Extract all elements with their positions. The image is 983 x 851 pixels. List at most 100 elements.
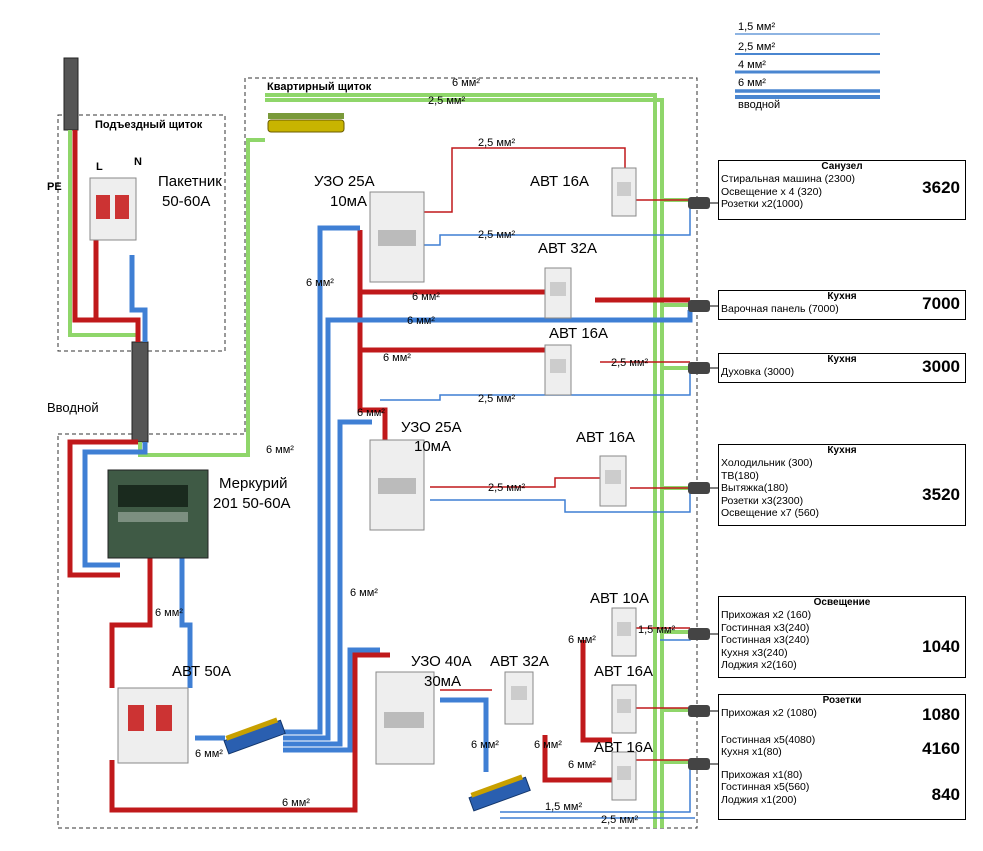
rcd-3 [375,671,435,765]
panel-total: 1040 [922,637,960,656]
panel-kitchen-oven: Кухня Духовка (3000) 3000 [718,353,966,383]
earth-bus-bar [267,113,345,133]
wire-label: 6 мм² [350,587,378,599]
avt32b-label: АВТ 32А [490,653,549,670]
legend-label-4: 4 мм² [738,59,766,71]
neutral-wires [82,225,693,772]
wire-label: 2,5 мм² [478,393,515,405]
rcd1-label-line2: 10мА [330,193,367,210]
panel-line: Лоджия х2(160) [721,659,797,671]
neutral-bus-bar-bottom [468,774,531,812]
panel-title: Кухня [827,445,857,456]
neutral-thin-wires [380,205,695,819]
apartment-box-border [57,77,698,829]
apartment-box-label: Квартирный щиток [267,81,372,93]
panel-title: Освещение [813,597,871,608]
panel-total: 3620 [922,178,960,197]
avt16e-label: АВТ 16А [594,739,653,756]
wire-label: 6 мм² [471,739,499,751]
avt32a-label: АВТ 32А [538,240,597,257]
panel-title: Санузел [821,161,863,172]
wire-label: 2,5 мм² [601,814,638,826]
breaker-avt16-d [611,684,637,734]
wire-label: 6 мм² [266,444,294,456]
rcd2-label-line2: 10мА [414,438,451,455]
panel-title: Розетки [822,695,862,706]
wire-label: 6 мм² [412,291,440,303]
panel-line: Освещение х 4 (320) [721,185,822,198]
panel-lighting: Освещение Прихожая х2 (160) Гостинная х3… [718,596,966,678]
n-label: N [134,156,142,168]
breaker-avt32-b [504,671,534,725]
stairwell-box-border [57,114,226,352]
meter-label-line2: 201 50-60А [213,495,291,512]
avt16c-label: АВТ 16А [576,429,635,446]
panel-line: Розетки х2(1000) [721,198,804,210]
panel-line: Гостинная х5(560) [721,781,810,793]
panel-line: Холодильник (300) [721,457,813,469]
panel-line: Гостинная х3(240) [721,634,810,646]
pe-label: PE [47,181,62,193]
breaker-avt50 [117,687,189,764]
panel-line: Гостинная х3(240) [721,621,810,634]
panel-line: Прихожая х2 (160) [721,609,812,621]
phase-wires [67,130,690,813]
wire-label: 2,5 мм² [428,95,465,107]
panel-line: Гостинная х5(4080) [721,733,816,746]
input-cable-top [63,57,79,131]
wire-label: 6 мм² [306,277,334,289]
avt10-label: АВТ 10А [590,590,649,607]
avt16d-label: АВТ 16А [594,663,653,680]
avt16a-label: АВТ 16А [530,173,589,190]
meter-label-line1: Меркурий [219,475,288,492]
wire-label: 6 мм² [383,352,411,364]
wire-label: 6 мм² [155,607,183,619]
legend-labels: 1,5 мм² 2,5 мм² 4 мм² 6 мм² вводной [738,21,780,111]
avt16b-label: АВТ 16А [549,325,608,342]
avt50-label: АВТ 50А [172,663,231,680]
panel-line: Стиральная машина (2300) [721,173,856,185]
wire-label: 6 мм² [568,634,596,646]
wire-label: 2,5 мм² [478,137,515,149]
panel-line: Вытяжка(180) [721,482,789,494]
rcd2-label-line1: УЗО 25А [401,419,462,436]
energy-meter [107,469,209,559]
wire-label: 1,5 мм² [545,801,582,813]
panel-line: Лоджия х1(200) [721,793,797,806]
breaker-avt10 [611,607,637,657]
breaker-avt16-e [611,751,637,801]
wire-labels: 6 мм² 2,5 мм² 2,5 мм² 2,5 мм² 6 мм² 6 мм… [155,77,675,826]
rcd-1 [369,191,425,283]
panel-total: 4160 [922,739,960,758]
panel-total: 7000 [922,294,960,313]
switch-label-line2: 50-60А [162,193,210,210]
cable-connectors [688,197,710,770]
breaker-avt16-a [611,167,637,217]
wire-label: 6 мм² [534,739,562,751]
l-label: L [96,161,103,173]
wire-label: 6 мм² [407,315,435,327]
wire-label: 2,5 мм² [478,229,515,241]
panel-line: Розетки х3(2300) [721,494,804,507]
stairwell-box-label: Подъездный щиток [95,119,203,131]
panel-line: Кухня х1(80) [721,746,782,758]
panel-title: Кухня [827,354,857,365]
wire-label: 6 мм² [357,407,385,419]
breaker-avt32-a [544,267,572,319]
rcd3-label-line1: УЗО 40А [411,653,472,670]
wire-label: 2,5 мм² [488,482,525,494]
wire-label: 2,5 мм² [611,357,648,369]
neutral-bus-bar-left [223,717,286,755]
breaker-avt16-b [544,344,572,396]
legend-label-25: 2,5 мм² [738,41,775,53]
rcd1-label-line1: УЗО 25А [314,173,375,190]
legend-label-6: 6 мм² [738,77,766,89]
rcd3-label-line2: 30мА [424,673,461,690]
panel-line: Прихожая х1(80) [721,768,803,781]
wire-label: 1,5 мм² [638,624,675,636]
legend-label-15: 1,5 мм² [738,21,775,33]
panel-total: 3000 [922,357,960,376]
wire-label: 6 мм² [568,759,596,771]
rcd-2 [369,439,425,531]
panel-line: Духовка (3000) [721,366,795,378]
